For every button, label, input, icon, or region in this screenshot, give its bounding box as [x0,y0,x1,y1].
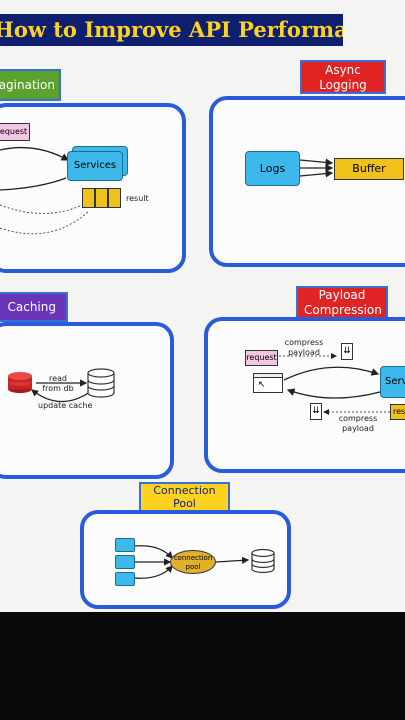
client-box-1 [115,538,135,552]
client-box-3 [115,572,135,586]
client-box-2 [115,555,135,569]
compression-tool-icon-bottom: ⇊ [310,403,322,420]
services-box: Services [67,151,123,181]
database-icon [250,548,276,574]
page-title: How to Improve API Performance [0,14,343,46]
response-box: response [390,404,405,420]
async-logging-panel [209,96,405,267]
connector-arrows [0,146,390,579]
compression-tool-icon-top: ⇊ [341,343,353,360]
services-box: Services [380,366,405,398]
update-cache-label: update cache [38,401,93,410]
dark-background [0,612,405,720]
async-logging-label: Async Logging [300,60,386,94]
result-page-3 [108,188,121,208]
request-box: request [0,123,30,141]
result-page-1 [82,188,95,208]
caching-label: Caching [0,292,68,322]
pagination-label: Pagination [0,69,61,101]
request-box: request [245,350,278,366]
result-page-2 [95,188,108,208]
result-label: result [126,194,149,203]
client-window-icon: ↖ [253,373,283,393]
buffer-box: Buffer [334,158,404,180]
logs-box: Logs [245,151,300,186]
connection-pool-node: connection pool [170,550,216,574]
redis-icon [6,372,34,394]
compress-payload-top-label: compress payload [284,338,324,357]
caching-panel [0,322,174,479]
compress-payload-bottom-label: compress payload [338,414,378,433]
poster: How to Improve API Performance Paginatio… [0,0,405,612]
read-from-db-label: read from db [42,374,74,393]
database-icon [86,368,116,398]
